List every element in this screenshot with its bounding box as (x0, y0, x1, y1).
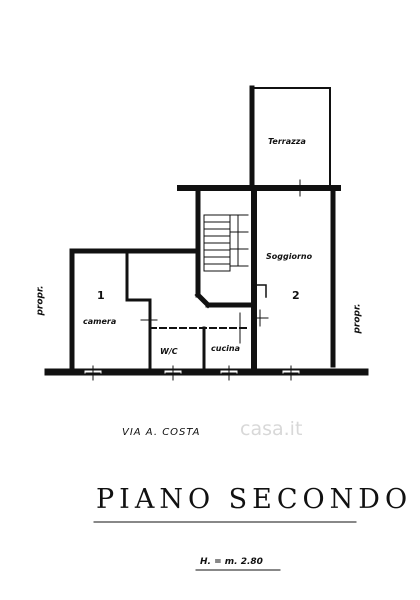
stairs (203, 214, 249, 272)
cross-marks (85, 179, 309, 381)
room-number-soggiorno: 2 (292, 289, 300, 302)
room-label-wc: W/C (160, 347, 178, 356)
room-label-soggiorno: Soggiorno (266, 252, 313, 261)
watermark: casa.it (240, 418, 303, 440)
side-label-right: propr. (352, 303, 363, 334)
entrance-door (253, 284, 267, 298)
plan-title: PIANO SECONDO (96, 484, 413, 515)
room-label-camera: camera (83, 317, 117, 326)
street-label: VIA A. COSTA (122, 427, 201, 438)
room-label-cucina: cucina (211, 344, 241, 353)
ceiling-height-label: H. = m. 2.80 (200, 557, 263, 567)
terrace-outline (249, 85, 331, 189)
room-number-camera: 1 (97, 289, 105, 302)
room-label-terrazza: Terrazza (268, 137, 306, 146)
side-label-left: propr. (35, 285, 46, 316)
